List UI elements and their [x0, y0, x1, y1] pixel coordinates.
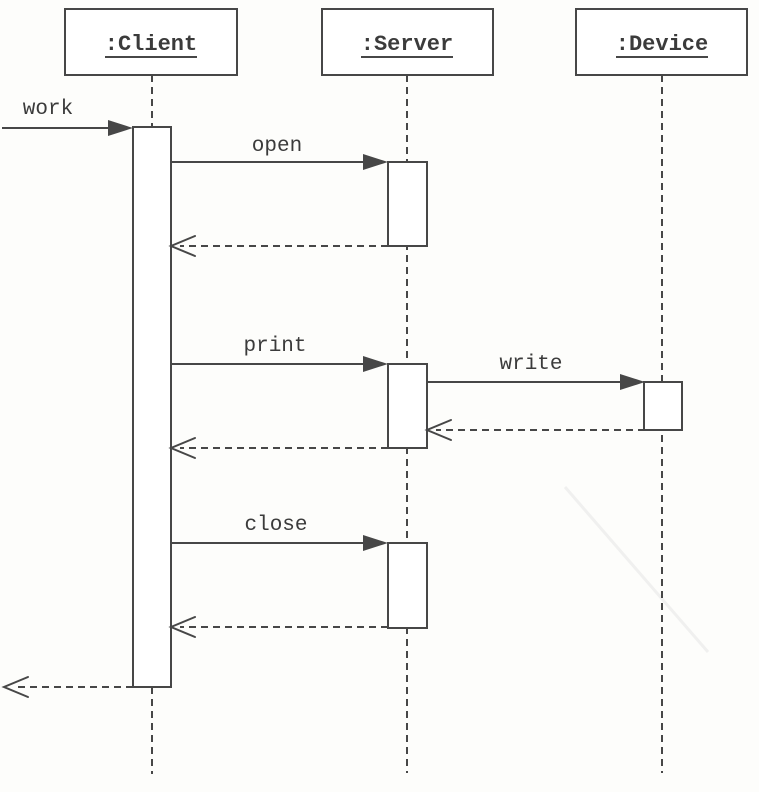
print-label: print	[243, 335, 306, 358]
return-work-arrowhead-icon	[1, 676, 29, 698]
message-close: close	[171, 514, 388, 551]
write-arrowhead-icon	[620, 374, 645, 390]
open-arrowhead-icon	[363, 154, 388, 170]
return-write	[424, 419, 645, 441]
device-head-box	[575, 8, 748, 76]
write-label: write	[499, 353, 562, 376]
close-label: close	[244, 514, 307, 537]
return-print-arrowhead-icon	[168, 437, 196, 459]
scan-artifact	[563, 486, 710, 653]
return-print	[168, 437, 388, 459]
return-write-arrowhead-icon	[424, 419, 452, 441]
return-open-arrowhead-icon	[168, 235, 196, 257]
device-head-label: :Device	[616, 32, 708, 57]
work-label: work	[23, 98, 73, 121]
open-label: open	[252, 135, 302, 158]
message-open: open	[171, 135, 388, 170]
server-head-label: :Server	[361, 32, 453, 57]
client-head-label: :Client	[105, 32, 197, 57]
lifeline-head-server: :Server	[321, 8, 494, 76]
server-activation-close	[387, 542, 428, 629]
print-arrowhead-icon	[363, 356, 388, 372]
lifeline-head-client: :Client	[64, 8, 238, 76]
return-work	[1, 676, 133, 698]
message-print: print	[171, 335, 388, 372]
return-close-arrowhead-icon	[168, 616, 196, 638]
close-arrowhead-icon	[363, 535, 388, 551]
client-head-box	[64, 8, 238, 76]
device-activation-write	[643, 381, 683, 431]
lifeline-head-device: :Device	[575, 8, 748, 76]
server-head-box	[321, 8, 494, 76]
return-open	[168, 235, 388, 257]
server-activation-open	[387, 161, 428, 247]
message-work: work	[2, 98, 133, 136]
server-activation-print	[387, 363, 428, 449]
work-arrowhead-icon	[108, 120, 133, 136]
return-close	[168, 616, 388, 638]
client-activation-bar	[132, 126, 172, 688]
message-write: write	[427, 353, 645, 390]
